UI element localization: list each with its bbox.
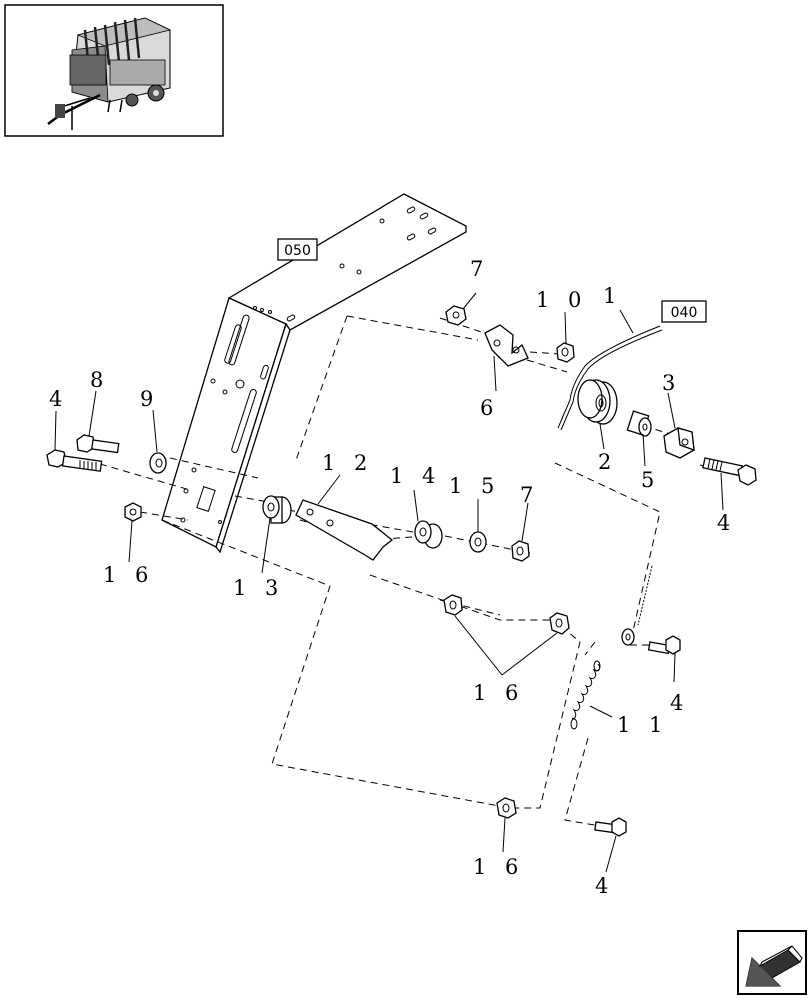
washer-9 <box>149 452 167 474</box>
mounting-plate <box>161 193 467 554</box>
chain-rod <box>621 565 653 646</box>
callout-4-left: 4 <box>49 387 68 411</box>
callout-11: 1 1 <box>617 713 668 737</box>
ref-label-050: 050 <box>284 243 311 259</box>
assembly-outline <box>99 315 721 827</box>
callout-4-mid: 4 <box>670 691 689 715</box>
callout-5: 5 <box>641 468 660 492</box>
callout-16-lower: 1 6 <box>473 855 524 879</box>
spacer-14 <box>414 520 443 549</box>
callout-7-upper: 7 <box>470 257 489 281</box>
callouts: 7 1 0 1 8 9 4 6 3 2 5 4 1 2 1 4 1 5 7 1 … <box>49 257 736 898</box>
ref-label-040: 040 <box>671 305 698 321</box>
spacer-13 <box>262 495 292 524</box>
spring-11 <box>570 660 601 730</box>
baler-thumbnail-icon[interactable] <box>4 4 224 137</box>
nut-16-lower <box>496 797 517 819</box>
callout-1: 1 <box>603 284 622 308</box>
bolt-left <box>46 449 103 472</box>
nut-10 <box>556 342 575 363</box>
callout-16-mid: 1 6 <box>473 681 524 705</box>
bushing-5 <box>626 410 652 437</box>
callout-13: 1 3 <box>233 576 284 600</box>
bolt-8 <box>76 434 120 454</box>
callout-16-left: 1 6 <box>103 563 154 587</box>
callout-4-bottom: 4 <box>595 874 614 898</box>
nut-7-lower <box>511 540 530 562</box>
nut-7-upper <box>445 305 467 326</box>
washer-15 <box>469 531 487 553</box>
callout-12: 1 2 <box>322 451 373 475</box>
callout-10: 1 0 <box>536 288 587 312</box>
bolt-4-right <box>702 457 757 486</box>
bolt-4-small-upper <box>647 635 681 655</box>
ref-box-050[interactable]: 050 <box>277 238 318 261</box>
leader-lines <box>54 292 724 873</box>
bracket-6 <box>484 324 529 367</box>
pulley-2 <box>577 379 618 425</box>
nut-16-left <box>124 502 142 522</box>
callout-15: 1 5 <box>449 474 500 498</box>
callout-9: 9 <box>140 387 159 411</box>
strip-1 <box>557 325 663 431</box>
callout-7-lower: 7 <box>520 483 539 507</box>
arm-12 <box>295 499 394 561</box>
bracket-3 <box>663 427 695 459</box>
nut-16-mid-b <box>549 612 570 635</box>
ref-box-040[interactable]: 040 <box>661 300 707 323</box>
callout-2: 2 <box>598 450 617 474</box>
bolt-4-bottom <box>594 817 627 837</box>
callout-6: 6 <box>480 396 499 420</box>
nut-16-mid-a <box>443 594 463 616</box>
callout-4-right: 4 <box>717 511 736 535</box>
page-arrow-icon[interactable] <box>737 930 807 995</box>
callout-14: 1 4 <box>390 464 441 488</box>
callout-8: 8 <box>90 368 109 392</box>
callout-3: 3 <box>662 371 681 395</box>
